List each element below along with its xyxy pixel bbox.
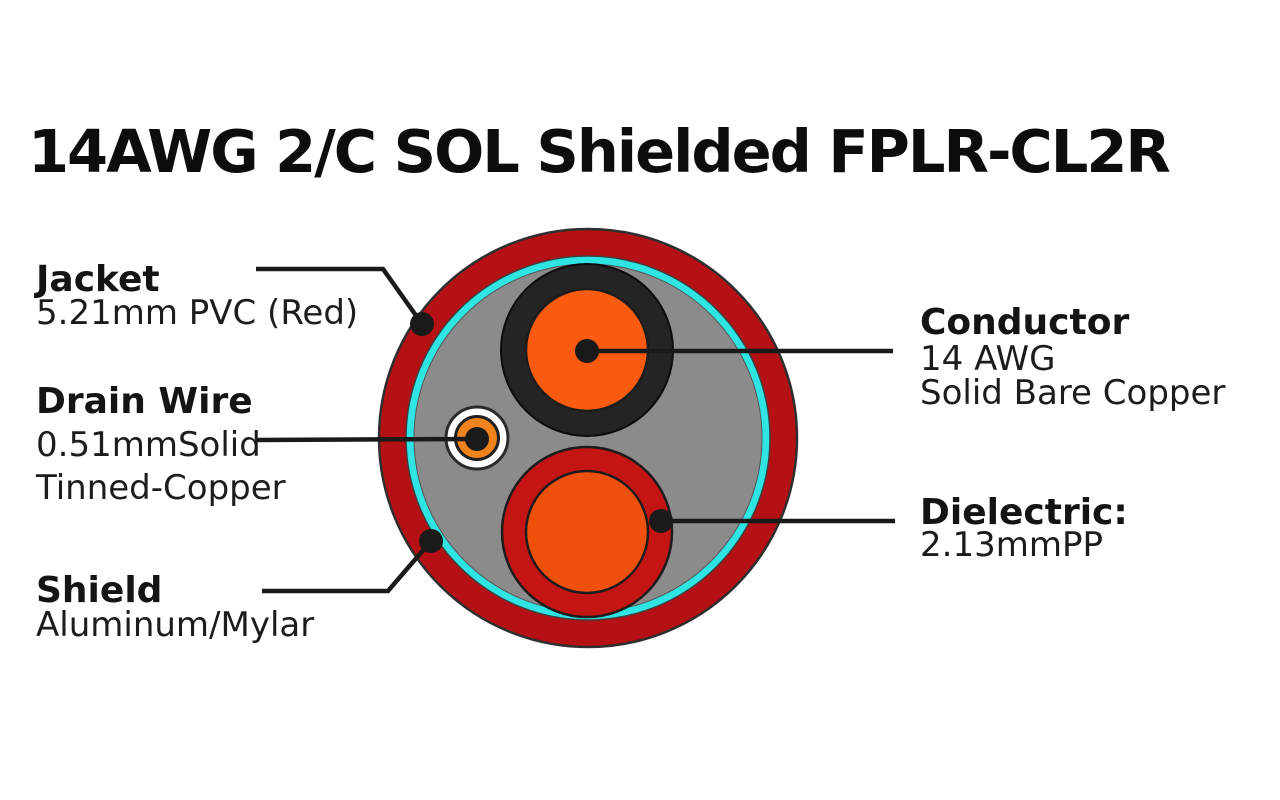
dielectric-label-name: Dielectric: — [920, 492, 1128, 533]
dielectric-label-spec: 2.13mmPP — [920, 525, 1103, 565]
conductor-label-spec1: 14 AWG — [920, 339, 1056, 379]
shield-label-spec: Aluminum/Mylar — [36, 605, 315, 645]
shield-leader-dot — [419, 529, 443, 553]
shield-leader-line — [262, 539, 433, 594]
drain-wire-leader-dot — [465, 427, 489, 451]
conductor-label-name: Conductor — [920, 302, 1130, 343]
dielectric-leader-dot — [649, 509, 673, 533]
dielectric-core — [524, 469, 650, 595]
conductor-leader-dot — [575, 339, 599, 363]
drain-wire-label-spec2: Tinned-Copper — [36, 468, 286, 508]
shield-label-name: Shield — [36, 570, 163, 611]
drain-wire-leader-line — [254, 436, 478, 443]
page-title: 14AWG 2/C SOL Shielded FPLR-CL2R — [28, 117, 1171, 186]
jacket-leader-dot — [410, 312, 434, 336]
jacket-label-name: Jacket — [36, 259, 160, 300]
drain-wire-label-spec1: 0.51mmSolid — [36, 425, 261, 465]
conductor-label-spec2: Solid Bare Copper — [920, 373, 1226, 413]
jacket-leader-line — [256, 266, 424, 326]
drain-wire-label-name: Drain Wire — [36, 381, 253, 422]
jacket-label-spec: 5.21mm PVC (Red) — [36, 293, 359, 333]
